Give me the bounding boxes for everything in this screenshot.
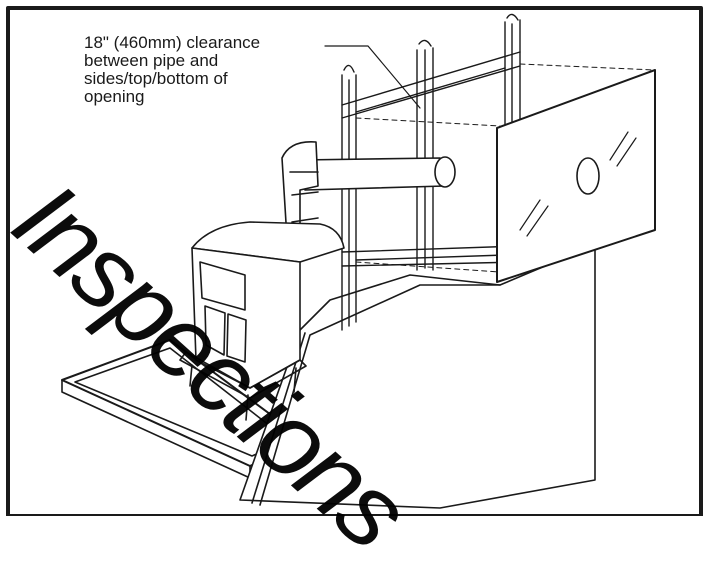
clearance-lines	[355, 63, 656, 273]
diagram-frame	[6, 6, 703, 516]
wall	[239, 244, 596, 509]
wood-stove	[179, 221, 345, 421]
installation-diagram	[6, 6, 703, 516]
stove-pipe	[281, 141, 456, 256]
callout-leader-line	[324, 45, 421, 109]
clearance-callout-label: 18" (460mm) clearance between pipe and s…	[84, 33, 261, 106]
glass-panel	[496, 69, 656, 283]
